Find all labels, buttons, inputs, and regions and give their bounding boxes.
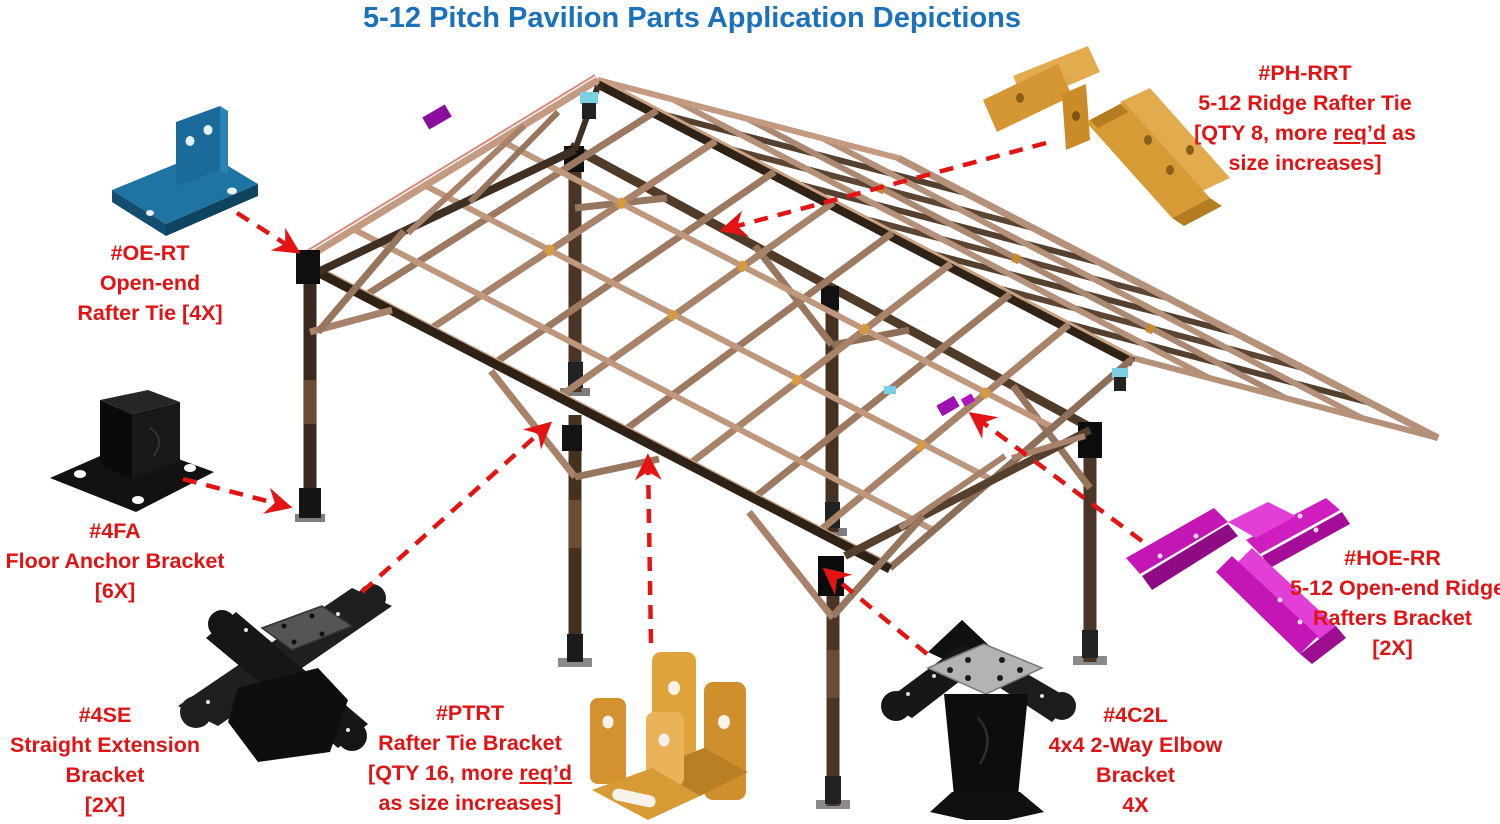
arrow-ptrt — [634, 453, 662, 644]
part-name: Open-end — [99, 271, 201, 295]
label-4c2l: #4C2L 4x4 2-Way Elbow Bracket 4X — [1028, 700, 1243, 820]
part-qty: Rafter Tie [4X] — [77, 301, 223, 325]
part-qty: [6X] — [94, 579, 136, 603]
pavilion-illustration — [295, 74, 1440, 809]
pavilion-front-posts — [295, 228, 926, 809]
part-name2: Bracket — [1096, 763, 1175, 787]
part-name: 5-12 Open-end Ridge — [1290, 576, 1500, 600]
bracket-image-hoe-rr — [1126, 498, 1350, 664]
bracket-image-4fa — [50, 390, 214, 512]
arrow-oe-rt — [235, 211, 301, 254]
pavilion-back-posts — [560, 142, 1107, 665]
bracket-image-ptrt — [590, 652, 748, 820]
label-ph-rrt: #PH-RRT 5-12 Ridge Rafter Tie [QTY 8, mo… — [1150, 58, 1460, 178]
label-ptrt: #PTRT Rafter Tie Bracket [QTY 16, more r… — [355, 698, 585, 818]
part-code: #HOE-RR — [1344, 546, 1441, 570]
part-name: Rafter Tie Bracket — [378, 731, 562, 755]
part-qty: [QTY 8, more req’d as — [1194, 121, 1416, 145]
arrow-ph-rrt — [719, 140, 1047, 237]
part-qty: [2X] — [84, 793, 126, 817]
label-4se: #4SE Straight Extension Bracket [2X] — [0, 700, 210, 820]
arrow-4se — [360, 421, 553, 594]
pavilion-front-roof — [296, 74, 1136, 573]
bracket-image-oe-rt — [112, 106, 258, 236]
bracket-image-4se — [178, 584, 392, 762]
bracket-image-ph-rrt — [983, 46, 1230, 226]
part-name2: Bracket — [65, 763, 145, 787]
part-name: 4x4 2-Way Elbow — [1048, 733, 1223, 757]
part-name2: Rafters Bracket — [1313, 606, 1472, 630]
part-qty: [QTY 16, more req’d — [368, 761, 572, 785]
gable-purple-highlight — [422, 104, 452, 130]
part-qty: [2X] — [1372, 636, 1413, 660]
part-name: 5-12 Ridge Rafter Tie — [1198, 91, 1412, 115]
part-qty-tail: as size increases] — [378, 791, 562, 815]
ridge-tie-teal-highlight — [580, 92, 598, 104]
part-code: #4C2L — [1103, 703, 1168, 727]
part-code: #4FA — [89, 519, 141, 543]
bracket-image-4c2l — [881, 620, 1076, 820]
arrow-4c2l — [822, 567, 929, 656]
part-qty-tail: size increases] — [1228, 151, 1382, 175]
part-code: #OE-RT — [110, 241, 190, 265]
callout-arrows — [182, 140, 1144, 656]
arrow-hoe-rr — [968, 411, 1144, 543]
part-code: #4SE — [78, 703, 132, 727]
part-code: #PH-RRT — [1258, 61, 1352, 85]
label-oe-rt: #OE-RT Open-end Rafter Tie [4X] — [40, 238, 260, 328]
label-4fa: #4FA Floor Anchor Bracket [6X] — [0, 516, 230, 606]
arrow-4fa — [182, 476, 293, 514]
page-title: 5-12 Pitch Pavilion Parts Application De… — [362, 2, 1022, 34]
part-qty: 4X — [1122, 793, 1149, 817]
pavilion-ridge-beam — [595, 76, 1136, 366]
label-hoe-rr: #HOE-RR 5-12 Open-end Ridge Rafters Brac… — [1290, 543, 1500, 663]
part-name: Floor Anchor Bracket — [5, 549, 225, 573]
part-code: #PTRT — [435, 701, 505, 725]
part-name: Straight Extension — [10, 733, 200, 757]
